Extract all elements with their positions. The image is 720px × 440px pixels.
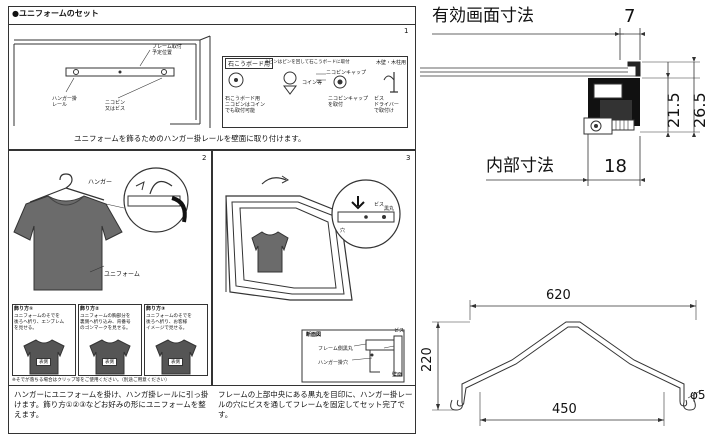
fold-box-1 [12,304,76,376]
fold-box-2 [78,304,142,376]
step1-box-wood-text: ビス ドライバー で取付け [374,96,399,114]
step3-label-rivet: 黒丸 [384,206,395,212]
step1-label-rail: ハンガー掛 レール [52,96,78,108]
fold-box-3 [144,304,208,376]
step1-box-coin: コイン等 [302,80,323,86]
fold3-badge: 表側 [168,358,183,366]
step3-panel [212,150,416,386]
step1-box-board-text: 石こうボード用 ニコピンはコイン でも取付可能 [225,96,266,114]
step1-caption: ユニフォームを飾るためのハンガー掛レールを壁面に取り付けます。 [74,134,306,143]
step1-panel [8,24,416,150]
fold2-text: ユニフォームの胸部分を 裏側へ折り込み、背番号 のゴンマークを見せる。 [80,314,131,331]
fold3-text: ユニフォームのそでを 後ろへ折り、お客様 イメージで見せる。 [146,314,192,331]
section-frame-label: フレーム側黒丸 [318,346,353,352]
label-effective-size: 有効画面寸法 [432,6,534,26]
fold2-title: 飾り方② [80,306,100,312]
step2-label-uniform: ユニフォーム [104,271,140,278]
step3-label-screw: ビス [374,202,385,208]
step2-label-hanger: ハンガー [88,179,113,186]
step2-number: 2 [202,154,207,162]
step2-note: ※そでが落ちる場合はクリップ等をご使用ください。（別途ご用意ください） [12,378,170,383]
section-screw-label: ビス [394,328,405,334]
step3-label-hole: 穴 [340,228,346,234]
section-title: 断面図 [306,332,322,338]
step1-box-wood: 木壁・木柱用 [376,60,407,66]
step1-label-screw: ニコピン 又はビス [105,100,126,112]
fold1-text: ユニフォームのそでを 後ろへ折り、エンブレム を見せる。 [14,314,65,331]
step1-label-frame: フレーム取付 予定位置 [152,44,182,56]
step1-box-cap-text: ニコピンキャップ を取付 [328,96,369,108]
step3-number: 3 [406,154,411,162]
fold1-title: 飾り方① [14,306,34,312]
step2-caption: ハンガーにユニフォームを掛け、ハンガ掛レールに引っ掛けます。飾り方①②③などお好… [14,390,209,419]
dim-phi5: φ5 [690,388,706,402]
section-hole-label: ハンガー掛穴 [318,360,349,366]
fold2-badge: 表側 [102,358,117,366]
fold1-badge: 表側 [36,358,51,366]
dim-620: 620 [546,288,571,303]
sheet-heading: ●ユニフォームのセット [12,9,99,18]
step1-box-cap: ニコピンキャップ [326,70,367,76]
label-inner-size: 内部寸法 [486,156,554,176]
dim-450: 450 [552,402,577,417]
step3-caption: フレームの上部中央にある黒丸を目印に、ハンガー掛レールの穴にビスを通してフレーム… [218,390,413,419]
step1-detail-box [222,56,408,128]
dim-7: 7 [624,6,636,27]
step1-box-board: 石こうボード用 [225,58,274,69]
section-wall-label: 壁面 [392,372,403,378]
step1-box-pin: ※ピンはピンを回して石こうボードに取付 [265,60,350,65]
step1-number: 1 [404,27,409,35]
fold3-title: 飾り方③ [146,306,166,312]
dim-18: 18 [604,156,627,177]
step2-panel [8,150,212,386]
